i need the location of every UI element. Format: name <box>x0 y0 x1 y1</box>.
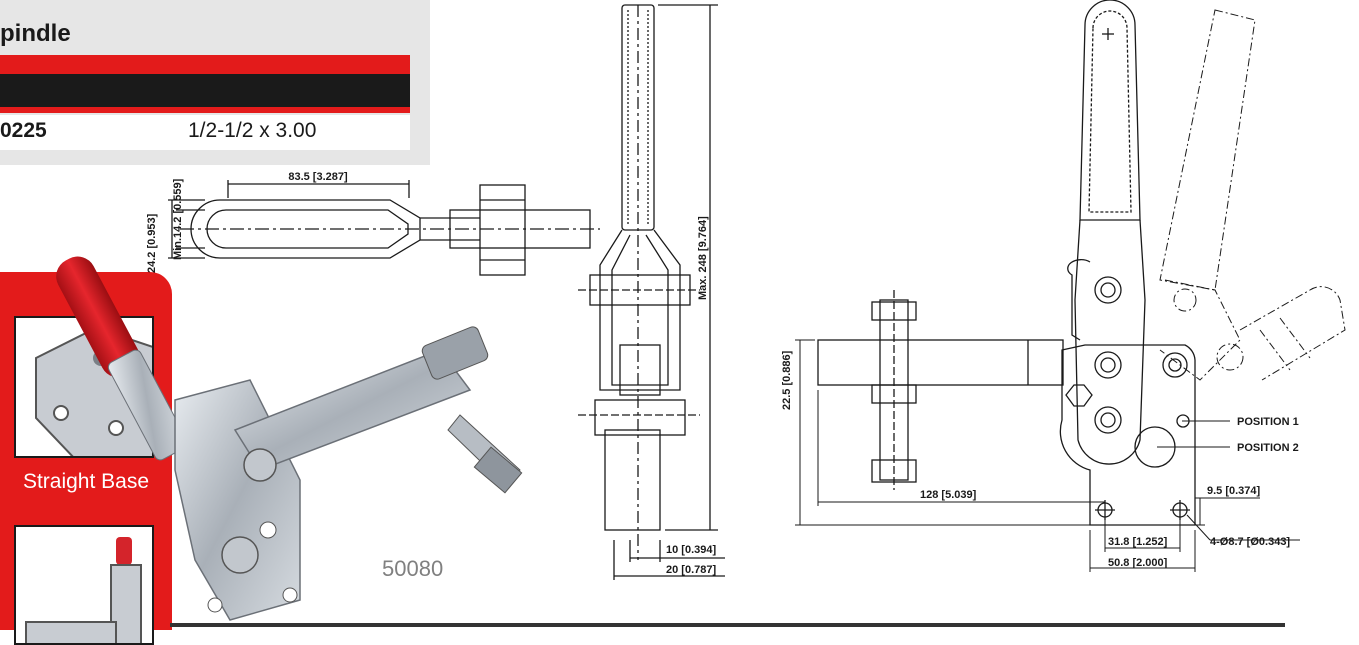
side-view-drawing <box>578 4 725 580</box>
spec-title: pindle <box>0 20 71 47</box>
footer-rule <box>170 623 1285 627</box>
front-view-phantom-positions <box>1159 9 1346 381</box>
clamp-photo <box>56 256 523 621</box>
spec-row: 0225 1/2-1/2 x 3.00 <box>0 115 410 150</box>
dim-top-width: 24.2 [0.953] <box>146 213 158 273</box>
dim-side-w2: 20 [0.787] <box>666 564 716 576</box>
dim-side-w1: 10 [0.394] <box>666 544 716 556</box>
dim-offset: 9.5 [0.374] <box>1207 485 1261 497</box>
dim-arm-height: 22.5 [0.886] <box>781 350 793 410</box>
straight-base-caption: Straight Base <box>22 470 150 493</box>
position-2-label: POSITION 2 <box>1237 442 1299 454</box>
dim-hole-spacing: 31.8 [1.252] <box>1108 536 1168 548</box>
dim-max-height: Max. 248 [9.764] <box>697 216 709 300</box>
spec-spindle-size: 1/2-1/2 x 3.00 <box>188 119 317 142</box>
spec-card: pindle 0225 1/2-1/2 x 3.00 <box>0 0 430 165</box>
dim-top-min: Min.14.2 [0.559] <box>172 178 184 260</box>
position-1-label: POSITION 1 <box>1237 416 1299 428</box>
clamp-drawing: 83.5 [3.287] 24.2 [0.953] Min.14.2 [0.55… <box>56 0 1346 621</box>
dim-top-length: 83.5 [3.287] <box>288 171 348 183</box>
dim-base-width: 50.8 [2.000] <box>1108 557 1168 569</box>
front-view-drawing <box>817 0 1196 526</box>
dim-reach: 128 [5.039] <box>920 489 977 501</box>
part-number: 50080 <box>382 556 444 581</box>
spec-header-black-band <box>0 74 410 107</box>
dim-holes: 4-Ø8.7 [Ø0.343] <box>1210 536 1290 548</box>
top-view-drawing <box>168 180 600 276</box>
spec-model-code: 0225 <box>0 119 47 142</box>
front-view-dimension-lines <box>795 339 1300 572</box>
